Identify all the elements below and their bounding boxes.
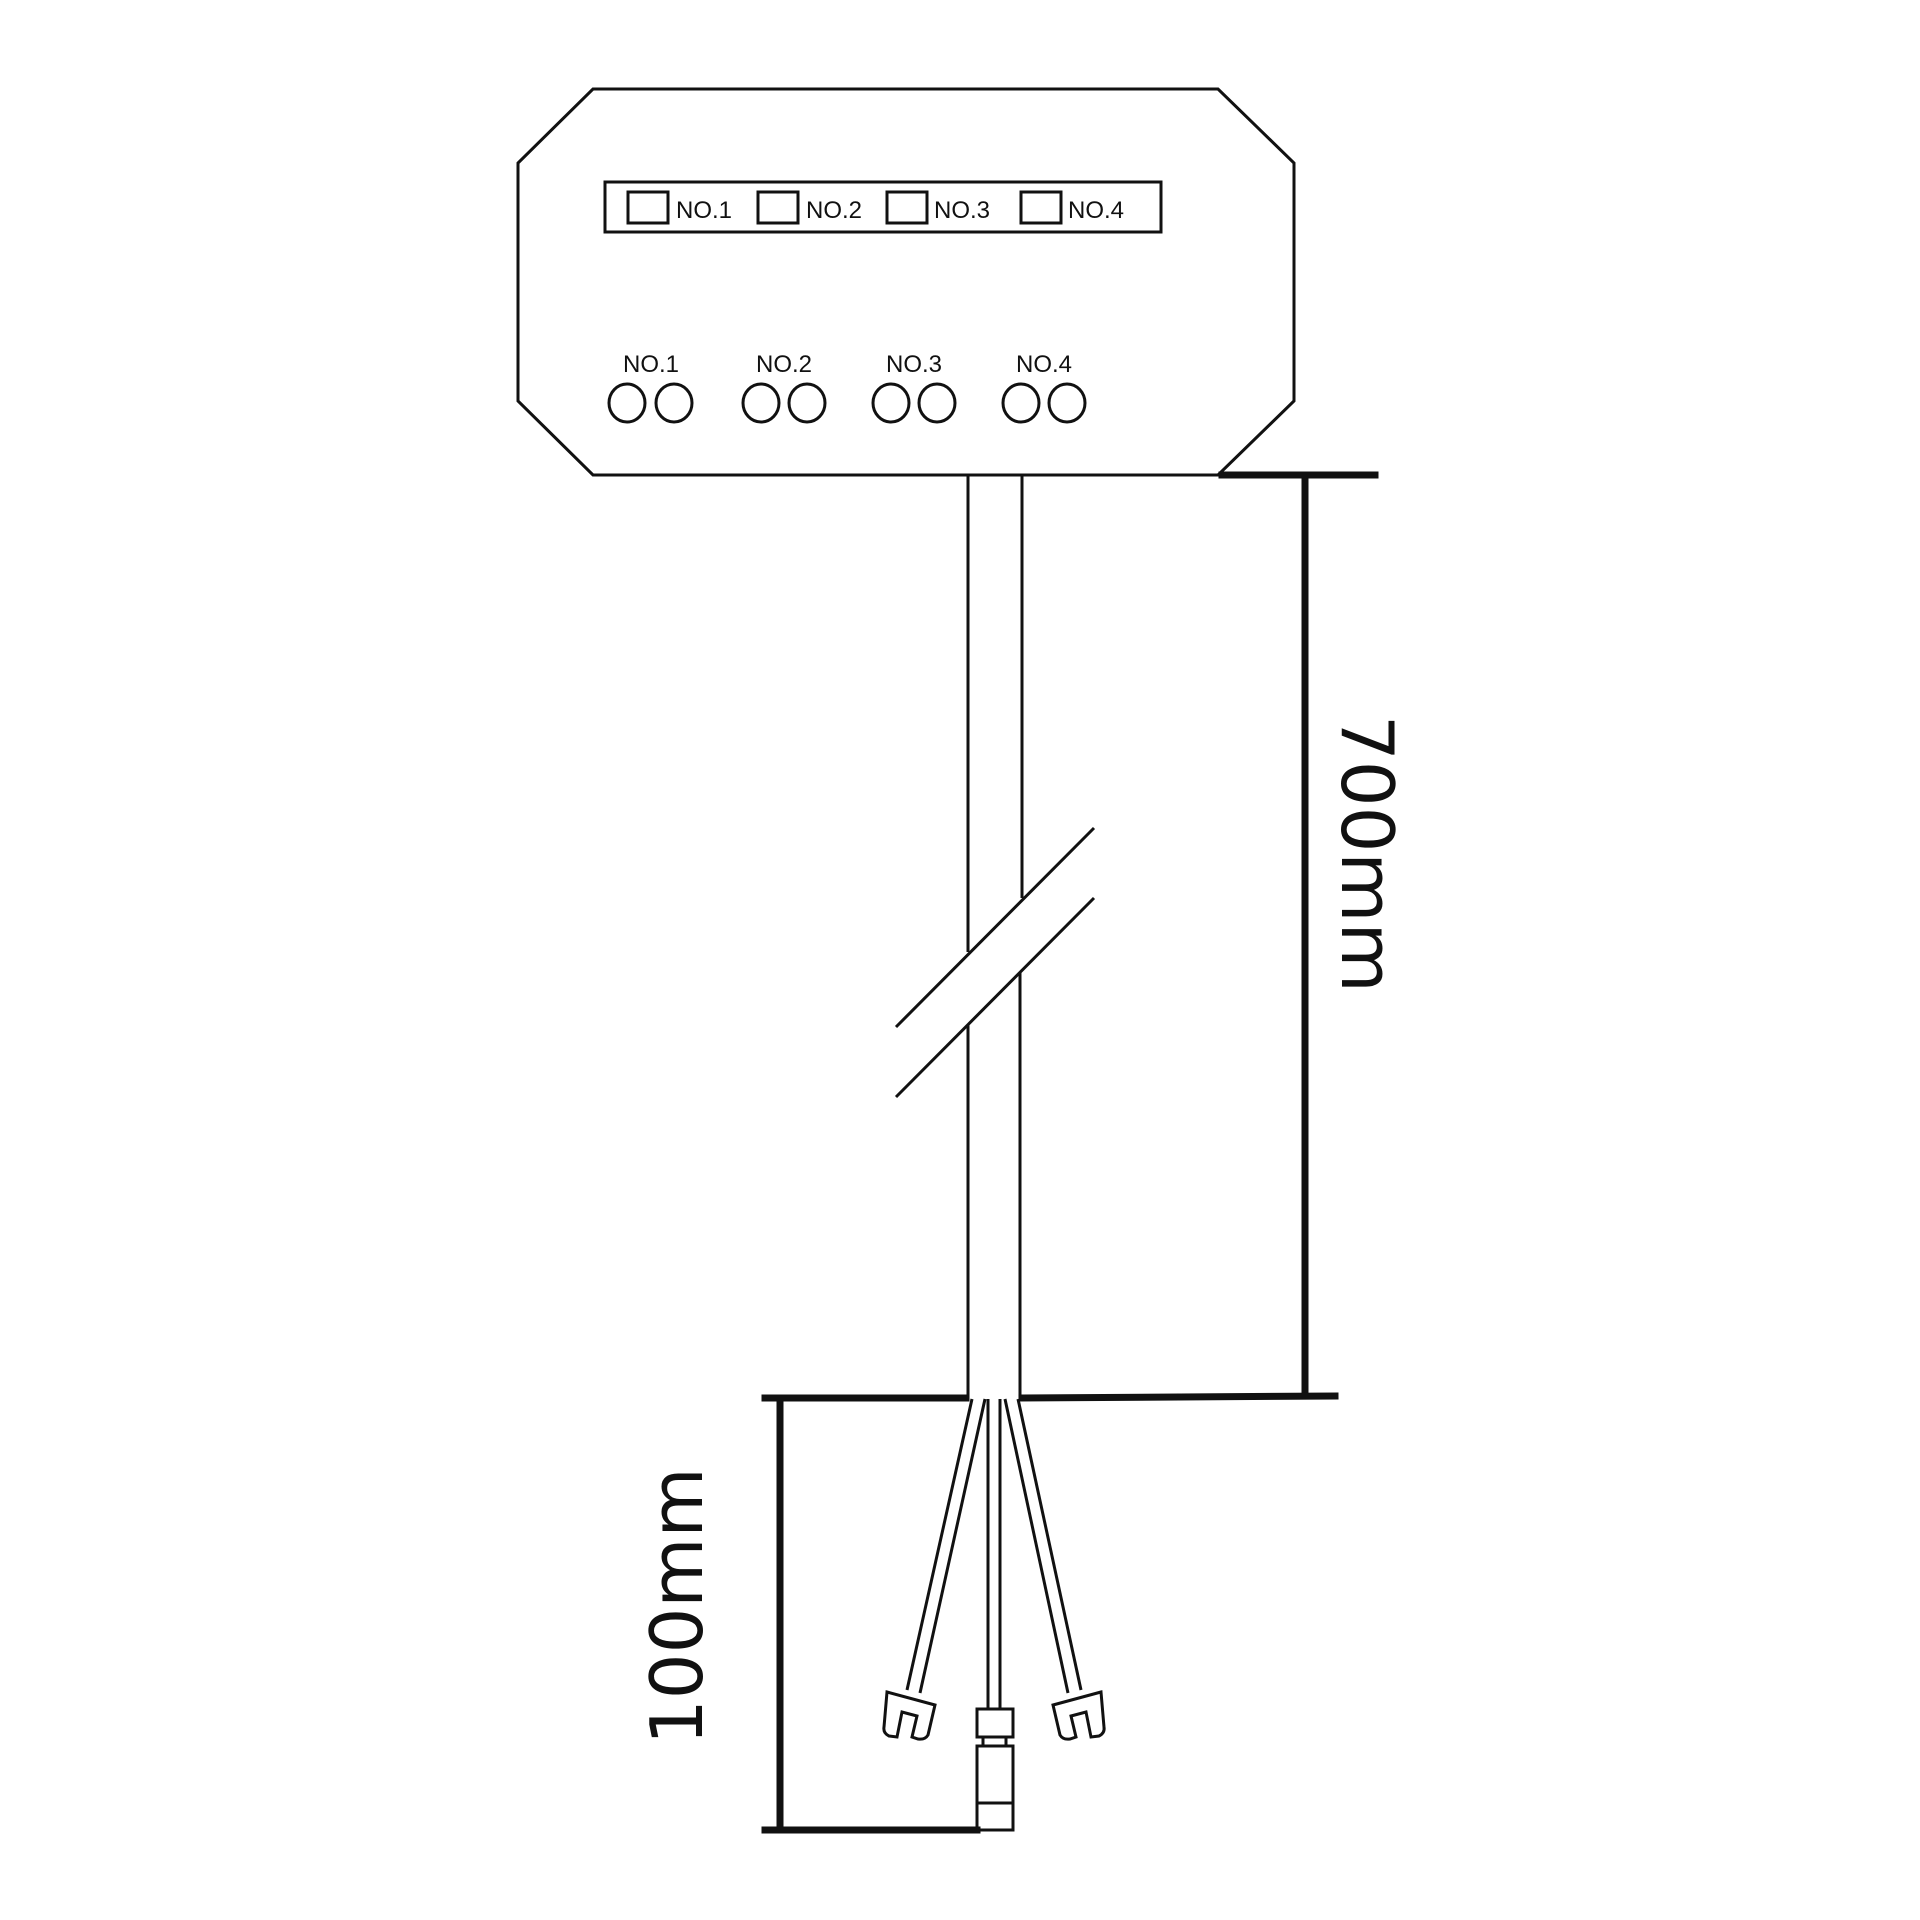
break-line-icon — [894, 826, 1096, 1029]
dc-connector-icon — [975, 1707, 1015, 1832]
port-icon — [917, 382, 957, 424]
port-icon — [1001, 382, 1041, 424]
lead-left-edge — [918, 1398, 987, 1694]
switch-label-3: NO.3 — [934, 197, 990, 224]
port-group-label-1: NO.1 — [623, 351, 679, 378]
port-icon — [1047, 382, 1087, 424]
connector-tail — [975, 1801, 1015, 1832]
break-line-icon — [894, 896, 1096, 1099]
main-cable — [894, 476, 1096, 1397]
port-group-label-3: NO.3 — [886, 351, 942, 378]
dimension-label-100mm: 100mm — [635, 1467, 719, 1745]
switch-label-4: NO.4 — [1068, 197, 1124, 224]
port-group-2: NO.2 — [741, 351, 827, 424]
dimension-extension-bottom — [1018, 1392, 1339, 1402]
connector-cap — [975, 1707, 1015, 1739]
fork-terminal-icon — [1051, 1690, 1106, 1741]
dimension-label-700mm: 700mm — [1325, 715, 1409, 993]
switch-strip: NO.1 NO.2 NO.3 NO.4 — [603, 180, 1163, 234]
fork-terminal-icon — [882, 1690, 937, 1741]
switch-checkbox-3[interactable] — [885, 190, 929, 225]
switch-checkbox-2[interactable] — [756, 190, 800, 225]
lead-right-edge — [1003, 1398, 1070, 1694]
leads — [882, 1398, 1106, 1832]
dimension-700mm: 700mm — [1018, 471, 1409, 1402]
lead-right-edge — [1016, 1398, 1083, 1691]
port-icon — [741, 382, 781, 424]
port-icon — [871, 382, 911, 424]
lead-left-edge — [905, 1398, 974, 1691]
port-icon — [787, 382, 827, 424]
switch-label-1: NO.1 — [676, 197, 732, 224]
dimension-100mm: 100mm — [635, 1394, 981, 1834]
box-outline — [516, 87, 1296, 477]
port-group-label-4: NO.4 — [1016, 351, 1072, 378]
port-icon — [607, 382, 647, 424]
switch-checkbox-1[interactable] — [626, 190, 670, 225]
port-group-4: NO.4 — [1001, 351, 1087, 424]
switch-strip-frame — [603, 180, 1163, 234]
port-icon — [654, 382, 694, 424]
port-group-1: NO.1 — [607, 351, 694, 424]
controller-box: NO.1 NO.2 NO.3 NO.4 NO.1 NO.2 NO.3 NO.4 — [516, 87, 1296, 477]
port-group-label-2: NO.2 — [756, 351, 812, 378]
port-group-3: NO.3 — [871, 351, 957, 424]
connector-body — [975, 1744, 1015, 1805]
switch-checkbox-4[interactable] — [1019, 190, 1063, 225]
switch-label-2: NO.2 — [806, 197, 862, 224]
